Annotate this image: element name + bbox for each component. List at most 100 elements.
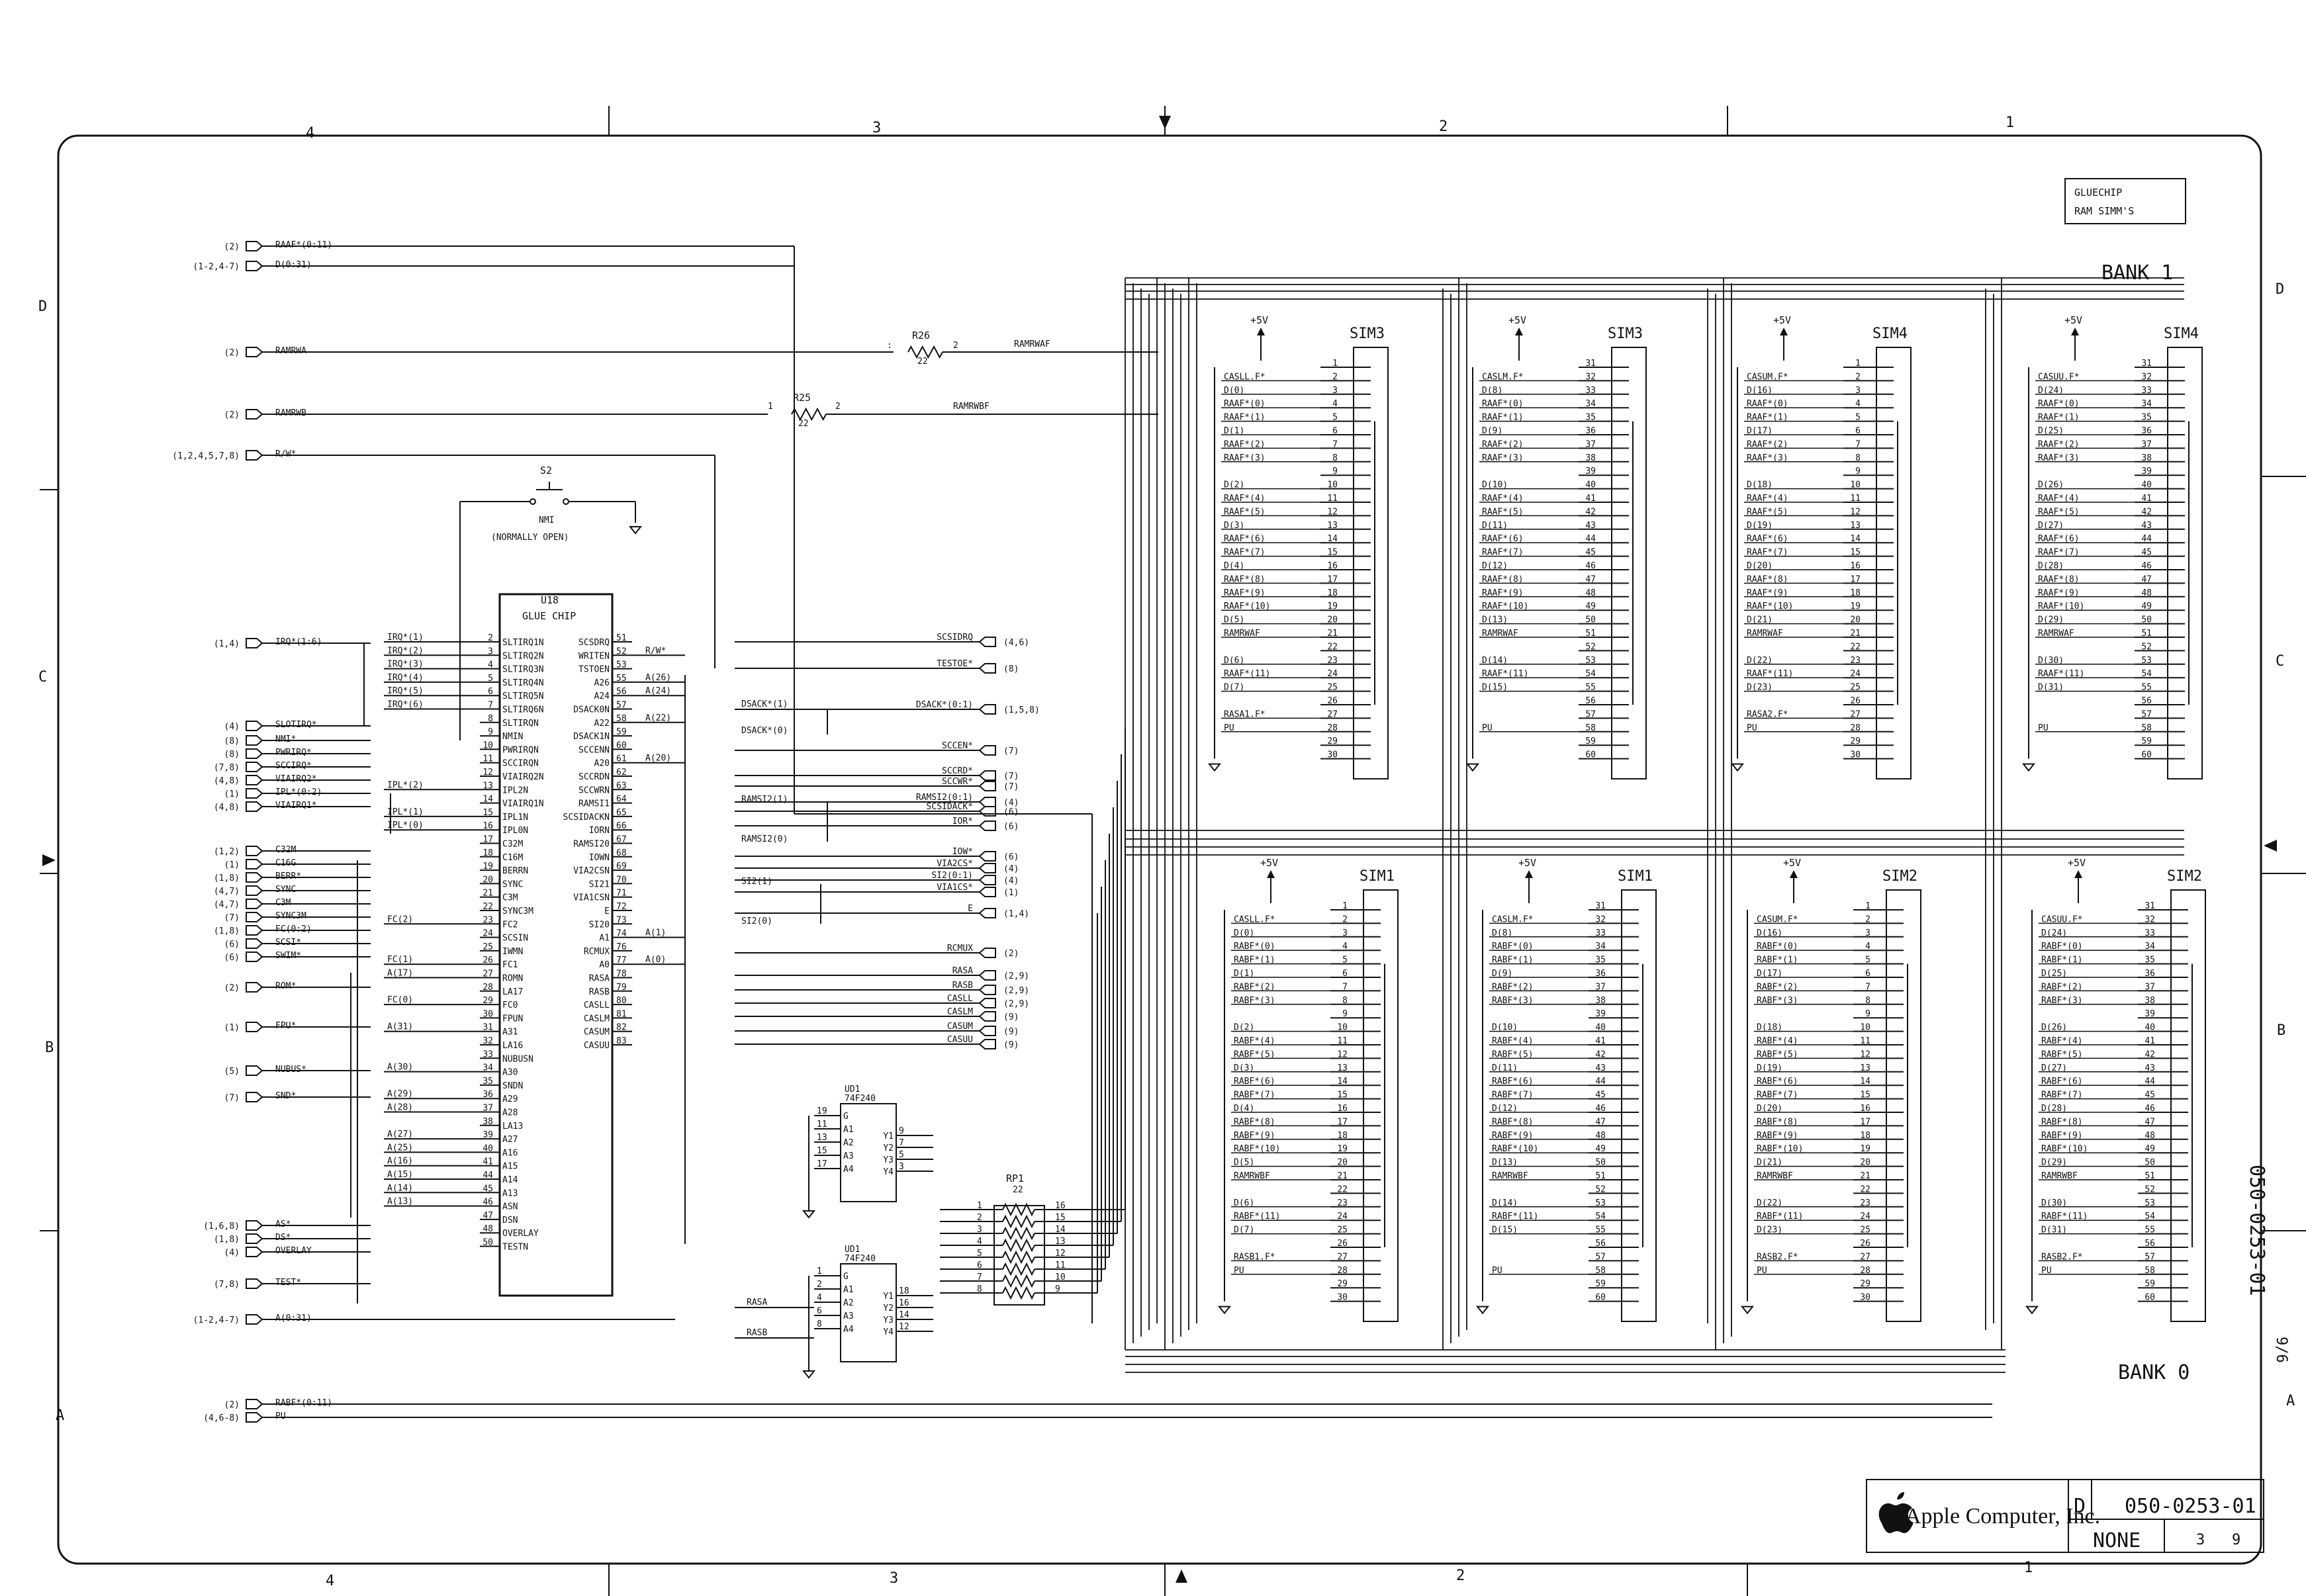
simm-pin-number: 50 [1585, 615, 1596, 625]
signal-name: DS* [275, 1233, 291, 1243]
simm-pin-number: 27 [1327, 709, 1338, 719]
u18-pin-number: 14 [483, 795, 493, 805]
simm-pin-label: RABF*(0) [1234, 942, 1275, 952]
simm-pin-number: 43 [1595, 1063, 1606, 1073]
port-connector-icon [978, 770, 996, 781]
simm-pin-label: D(2) [1224, 480, 1244, 490]
ud1-pin-number: 13 [817, 1133, 827, 1143]
simm-pin-label: D(1) [1224, 426, 1244, 436]
signal-name: NMI* [275, 734, 296, 744]
simm-pin-number: 53 [2141, 656, 2152, 666]
port-connector-icon [246, 775, 263, 785]
simm-pin-label: D(0) [1234, 928, 1254, 938]
title-box [2064, 178, 2186, 224]
ud1-pin-number: 8 [817, 1319, 822, 1329]
u18-pin-net: FC(0) [387, 995, 413, 1005]
u18-pin-name: SCCWRN [578, 785, 610, 795]
signal-name: SYNC [275, 885, 296, 895]
u18-pin-name: A16 [502, 1148, 518, 1158]
u18-pin-number: 16 [483, 821, 493, 831]
port-connector-icon [246, 409, 263, 420]
simm-pin-label: D(6) [1234, 1198, 1254, 1208]
simm-pin-label: RAAF*(7) [2038, 548, 2080, 558]
simm-pin-label: D(30) [2041, 1198, 2067, 1208]
u18-pin-name: IPL1N [502, 813, 528, 822]
signal-ref: (2,9) [1003, 971, 1029, 981]
simm-pin-number: 27 [1860, 1252, 1870, 1262]
zone-bottom-2: 2 [1456, 1568, 1465, 1584]
signal-name: SYNC3M [275, 911, 306, 921]
port-connector-icon [978, 781, 996, 791]
simm-pin-number: 51 [2145, 1171, 2155, 1181]
u18-pin-name: A28 [502, 1108, 518, 1118]
left-center-arrow-icon [42, 854, 56, 866]
u18-pin-net: IPL*(0) [387, 820, 424, 830]
port-connector-icon [246, 1092, 263, 1102]
simm-pin-number: 3 [1342, 928, 1348, 938]
simm-pin-number: 57 [2141, 709, 2152, 719]
simm-pin-label: D(31) [2041, 1225, 2067, 1235]
simm-pin-number: 46 [1595, 1104, 1606, 1114]
signal-ref: (1) [224, 1023, 240, 1033]
u18-pin-name: FPUN [502, 1014, 523, 1024]
simm-pin-number: 19 [1860, 1144, 1870, 1154]
u18-pin-number: 2 [488, 633, 493, 643]
signal-name: SI2(0:1) [931, 871, 973, 881]
zone-bottom-4: 4 [326, 1573, 334, 1589]
simm-pin-label: RAAF*(4) [1482, 494, 1524, 504]
ud1-pin-name: G [843, 1112, 849, 1122]
port-connector-icon [246, 1412, 263, 1423]
simm-pin-number: 34 [2145, 942, 2155, 952]
simm-pin-label: RAAF*(10) [1482, 601, 1528, 611]
port-connector-icon [978, 863, 996, 873]
u18-pin-number: 13 [483, 781, 493, 791]
ground-icon [1217, 1306, 1232, 1315]
simm-pin-number: 43 [1585, 521, 1596, 531]
simm-pin-number: 4 [1342, 942, 1348, 952]
switch-contact-icon [563, 498, 569, 505]
simm-pin-label: D(10) [1482, 480, 1508, 490]
simm-pin-number: 14 [1327, 534, 1338, 544]
power-label: +5V [2064, 314, 2082, 326]
ud1-pin-number: 14 [899, 1310, 909, 1320]
signal-name: SWIM* [275, 951, 301, 961]
simm-pin-number: 55 [2145, 1225, 2155, 1235]
simm-pin-label: RABF*(11) [1757, 1212, 1803, 1221]
simm-pin-number: 31 [1595, 901, 1606, 911]
signal-ref: (1-2,4-7) [193, 262, 240, 272]
simm-pin-label: RAMRWBF [2041, 1171, 2078, 1181]
simm-pin-number: 23 [1327, 656, 1338, 666]
u18-pin-name: SCCIRQN [502, 759, 539, 769]
u18-pin-name: IPL2N [502, 785, 528, 795]
port-connector-icon [246, 899, 263, 909]
simm-pin-number: 16 [1860, 1104, 1870, 1114]
u18-pin-number: 50 [483, 1238, 493, 1248]
simm-pin-number: 46 [1585, 561, 1596, 571]
simm-pin-number: 38 [1585, 453, 1596, 463]
simm-pin-label: D(10) [1492, 1023, 1518, 1033]
u18-pin-number: 40 [483, 1143, 493, 1153]
signal-name: SCCWR* [942, 777, 973, 787]
u18-pin-name: C3M [502, 893, 518, 903]
u18-pin-number: 44 [483, 1171, 493, 1180]
u18-pin-name: SLTIRQ6N [502, 705, 544, 715]
simm-pin-label: RABF*(7) [2041, 1090, 2083, 1100]
right-center-arrow-icon [2264, 840, 2277, 852]
zone-left-D: D [38, 298, 47, 315]
simm-pin-number: 7 [1865, 982, 1870, 992]
signal-ref: (2) [224, 983, 240, 993]
signal-ref: (4) [1003, 864, 1019, 874]
simm-pin-number: 5 [1342, 955, 1348, 965]
simm-pin-label: D(17) [1757, 969, 1782, 979]
resistor-icon [1002, 1226, 1035, 1241]
simm-pin-number: 1 [1332, 359, 1338, 369]
simm-pin-number: 37 [2141, 439, 2152, 449]
power-arrow-icon [1525, 870, 1533, 878]
u18-pin-number: 10 [483, 740, 493, 750]
simm-pin-label: D(30) [2038, 656, 2064, 666]
power-label: +5V [1260, 857, 1278, 869]
signal-name: RABF*(0:11) [275, 1398, 332, 1408]
simm-pin-number: 55 [1595, 1225, 1606, 1235]
simm-pin-number: 56 [2145, 1239, 2155, 1249]
port-connector-icon [978, 663, 996, 674]
